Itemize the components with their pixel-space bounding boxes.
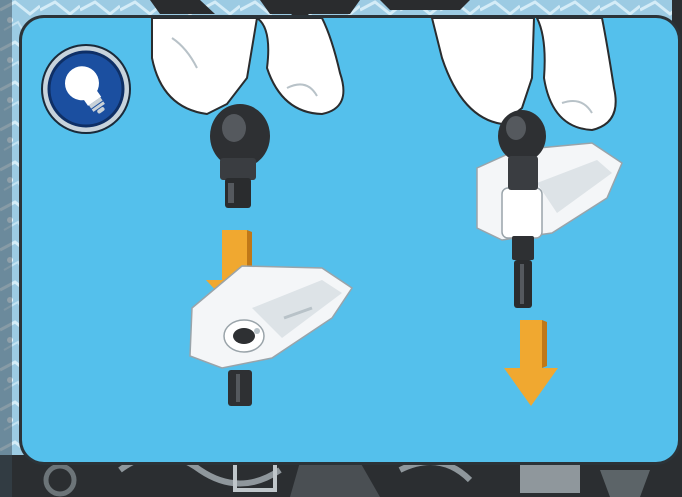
step-1-brick xyxy=(189,265,354,406)
step-1-hands xyxy=(151,18,345,116)
instruction-illustration xyxy=(151,18,623,406)
step-2-arrow xyxy=(504,320,558,406)
bottom-ornament xyxy=(0,452,682,497)
step-1-pin xyxy=(210,104,270,208)
tip-badge xyxy=(39,42,133,136)
step-2-hands xyxy=(430,18,617,132)
step-2-brick xyxy=(476,110,623,308)
top-ornament xyxy=(150,0,470,18)
instruction-panel xyxy=(22,18,678,462)
lightbulb-icon xyxy=(41,44,131,134)
